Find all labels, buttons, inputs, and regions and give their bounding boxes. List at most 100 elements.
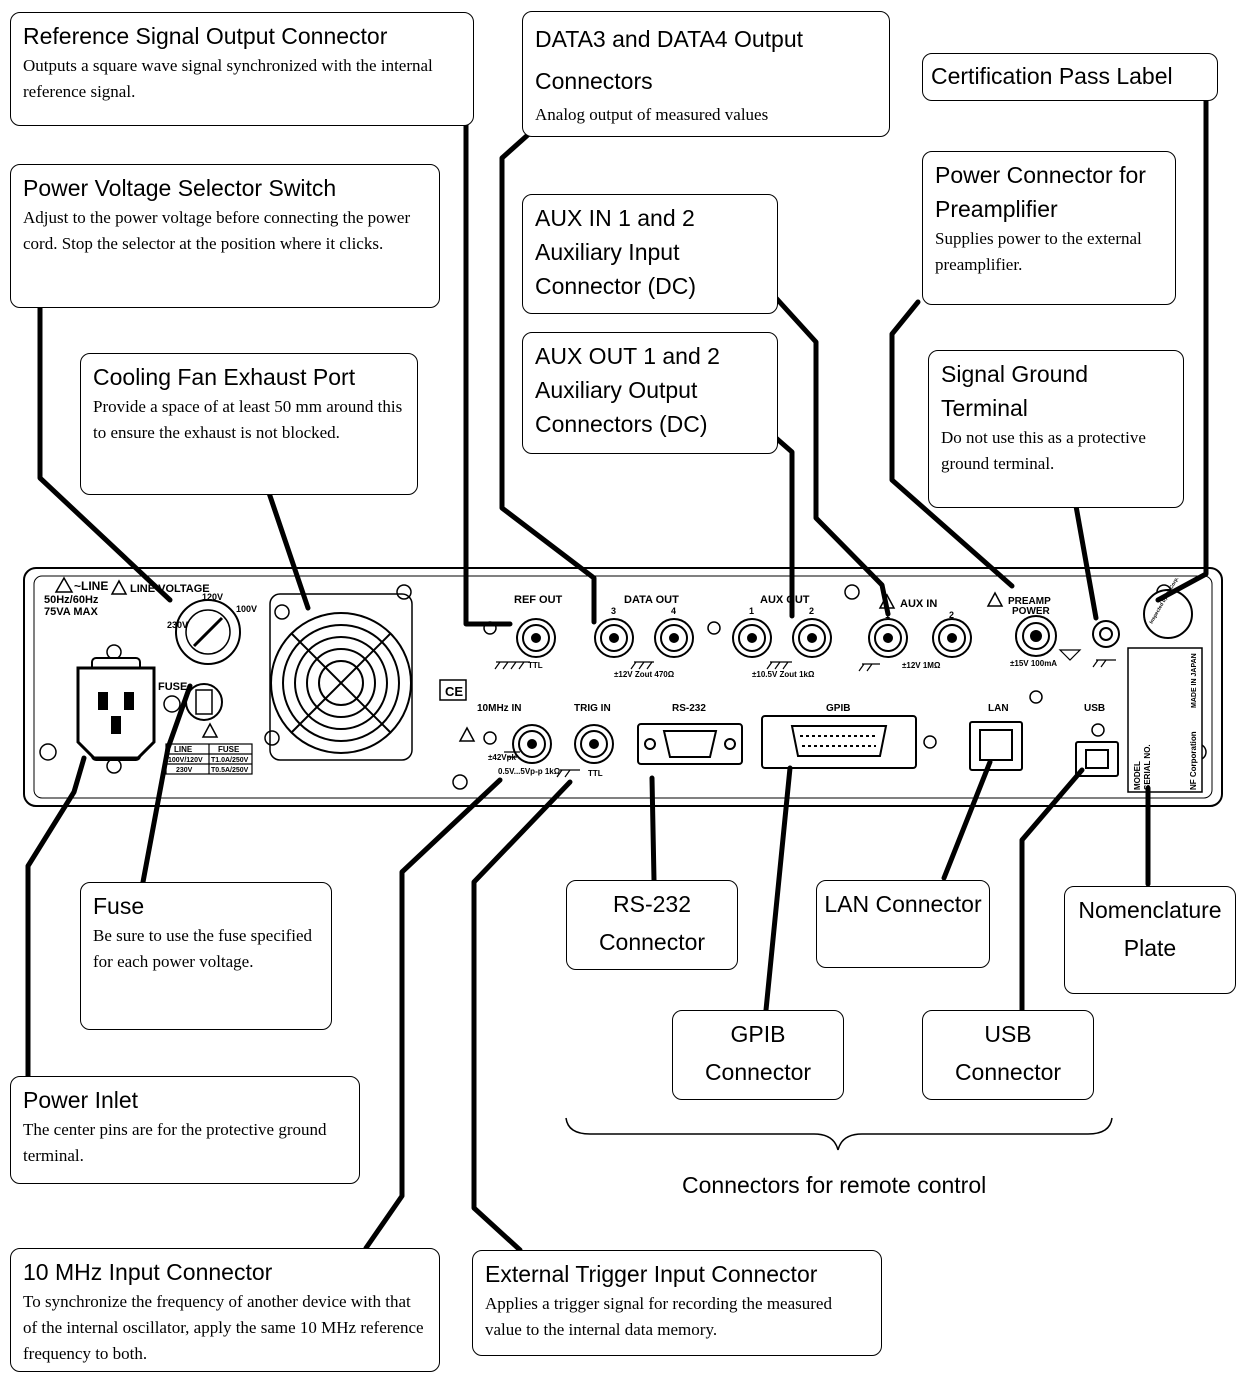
ten-mhz-spec: 0.5V...5Vp-p 1kΩ <box>498 767 561 776</box>
bnc-connectors <box>512 615 1120 764</box>
fuse-table-r1c1: 100V/120V <box>168 757 203 764</box>
lan-panel-label: LAN <box>988 703 1009 714</box>
screw-icons <box>39 584 1207 790</box>
data-out-title: DATA3 and DATA4 Output Connectors <box>535 26 804 94</box>
remote-connectors-brace <box>565 1117 1113 1151</box>
line-rating-2: 50Hz/60Hz <box>44 594 99 606</box>
callout-fuse: Fuse Be sure to use the fuse specified f… <box>80 882 332 1030</box>
data3-bnc <box>594 618 634 658</box>
ground-symbols <box>494 649 1116 778</box>
fuse-holder <box>163 683 223 721</box>
data3-number: 3 <box>611 606 616 616</box>
trig-in-desc: Applies a trigger signal for recording t… <box>485 1294 832 1339</box>
v120-label: 120V <box>202 592 223 602</box>
fuse-panel-label: FUSE <box>158 681 187 693</box>
trig-in-bnc <box>574 724 614 764</box>
line-rating-3: 75VA MAX <box>44 606 98 618</box>
leader-cooling-fan <box>265 487 311 611</box>
leader-voltage-selector <box>37 303 173 603</box>
aux-in1-bnc <box>868 618 908 658</box>
callout-lan: LAN Connector <box>816 880 990 968</box>
power-inlet-socket <box>76 657 156 761</box>
nf-corp-label: NF Corporation <box>1189 731 1198 790</box>
callout-power-inlet: Power Inlet The center pins are for the … <box>10 1076 360 1184</box>
leader-lines <box>25 95 1209 1253</box>
aux-in-label: AUX IN <box>900 598 937 610</box>
cert-title: Certification Pass Label <box>931 63 1173 89</box>
rs232-panel-label: RS-232 <box>672 703 706 714</box>
certification-seal <box>1143 589 1193 639</box>
aux-in2-bnc <box>932 618 972 658</box>
aux-out2-number: 2 <box>809 606 814 616</box>
voltage-selector-desc: Adjust to the power voltage before conne… <box>23 208 411 253</box>
chassis-inner-outline <box>33 575 1213 799</box>
fuse-table-h2: FUSE <box>218 745 240 754</box>
power-inlet-title: Power Inlet <box>23 1087 139 1113</box>
leader-data-out <box>499 130 597 625</box>
leader-power-inlet <box>25 755 87 1079</box>
ref-out-desc: Outputs a square wave signal synchronize… <box>23 56 433 101</box>
fuse-title: Fuse <box>93 893 145 919</box>
serial-no-label: SERIAL NO. <box>1143 744 1152 790</box>
voltage-selector-title: Power Voltage Selector Switch <box>23 175 337 201</box>
preamp-spec: ±15V 100mA <box>1010 659 1057 668</box>
leader-ref-out <box>463 121 513 627</box>
data4-bnc <box>654 618 694 658</box>
fuse-table-r2c2: T0.5A/250V <box>211 767 249 774</box>
leader-trig-in <box>471 779 573 1253</box>
cooling-fan-desc: Provide a space of at least 50 mm around… <box>93 397 403 442</box>
leader-lan <box>941 759 993 881</box>
cooling-fan-title: Cooling Fan Exhaust Port <box>93 364 356 390</box>
warning-triangle-icons <box>54 576 1004 742</box>
data-out-desc: Analog output of measured values <box>535 105 769 124</box>
leader-signal-ground <box>1073 503 1099 621</box>
lan-title: LAN Connector <box>824 891 982 917</box>
ten-mhz-title: 10 MHz Input Connector <box>23 1259 273 1285</box>
callout-ref-out: Reference Signal Output Connector Output… <box>10 12 474 126</box>
fuse-table-r2c1: 230V <box>176 767 193 774</box>
v100-label: 100V <box>236 604 257 614</box>
aux-out-title: AUX OUT 1 and 2 Auxiliary Output Connect… <box>535 343 720 437</box>
callout-cooling-fan: Cooling Fan Exhaust Port Provide a space… <box>80 353 418 495</box>
aux-out2-bnc <box>792 618 832 658</box>
preamp-power-connector <box>1015 615 1057 657</box>
nomenclature-title: Nomenclature Plate <box>1078 897 1222 961</box>
remote-control-group-label: Connectors for remote control <box>682 1172 987 1198</box>
callout-aux-out: AUX OUT 1 and 2 Auxiliary Output Connect… <box>522 332 778 454</box>
callout-data-out: DATA3 and DATA4 Output Connectors Analog… <box>522 11 890 137</box>
leader-ten-mhz <box>363 777 503 1251</box>
line-rating-1: ~LINE <box>74 579 108 593</box>
lan-port <box>969 721 1023 771</box>
preamp-power-desc: Supplies power to the external preamplif… <box>935 229 1142 274</box>
callout-nomenclature: Nomenclature Plate <box>1064 886 1236 994</box>
leader-preamp <box>889 299 1015 589</box>
aux-in-title: AUX IN 1 and 2 Auxiliary Input Connector… <box>535 205 697 299</box>
rs232-title: RS-232 Connector <box>598 891 706 955</box>
cooling-fan-grille <box>269 593 413 761</box>
trig-ttl-label: TTL <box>588 769 603 778</box>
signal-ground-title: Signal Ground Terminal <box>941 361 1089 421</box>
usb-panel-label: USB <box>1084 703 1105 714</box>
callout-rs232: RS-232 Connector <box>566 880 738 970</box>
ce-mark <box>439 679 467 701</box>
aux-out1-bnc <box>732 618 772 658</box>
made-in-japan-label: MADE IN JAPAN <box>1191 653 1198 708</box>
ref-ttl-label: TTL <box>528 661 543 670</box>
ref-out-label: REF OUT <box>514 594 563 606</box>
callout-trig-in: External Trigger Input Connector Applies… <box>472 1250 882 1356</box>
aux-in-spec: ±12V 1MΩ <box>902 661 941 670</box>
ten-mhz-bnc <box>512 724 552 764</box>
v230-label: 230V <box>167 620 188 630</box>
fuse-table-h1: LINE <box>174 745 193 754</box>
callout-aux-in: AUX IN 1 and 2 Auxiliary Input Connector… <box>522 194 778 314</box>
preamp-power-label: POWER <box>1012 606 1051 617</box>
aux-in2-number: 2 <box>949 610 954 620</box>
voltage-selector-switch <box>175 599 241 665</box>
usb-title: USB Connector <box>954 1021 1062 1085</box>
ten-mhz-desc: To synchronize the frequency of another … <box>23 1292 424 1363</box>
callout-preamp-power: Power Connector for Preamplifier Supplie… <box>922 151 1176 305</box>
gpib-port <box>761 715 917 769</box>
ten-mhz-label: 10MHz IN <box>477 703 521 714</box>
